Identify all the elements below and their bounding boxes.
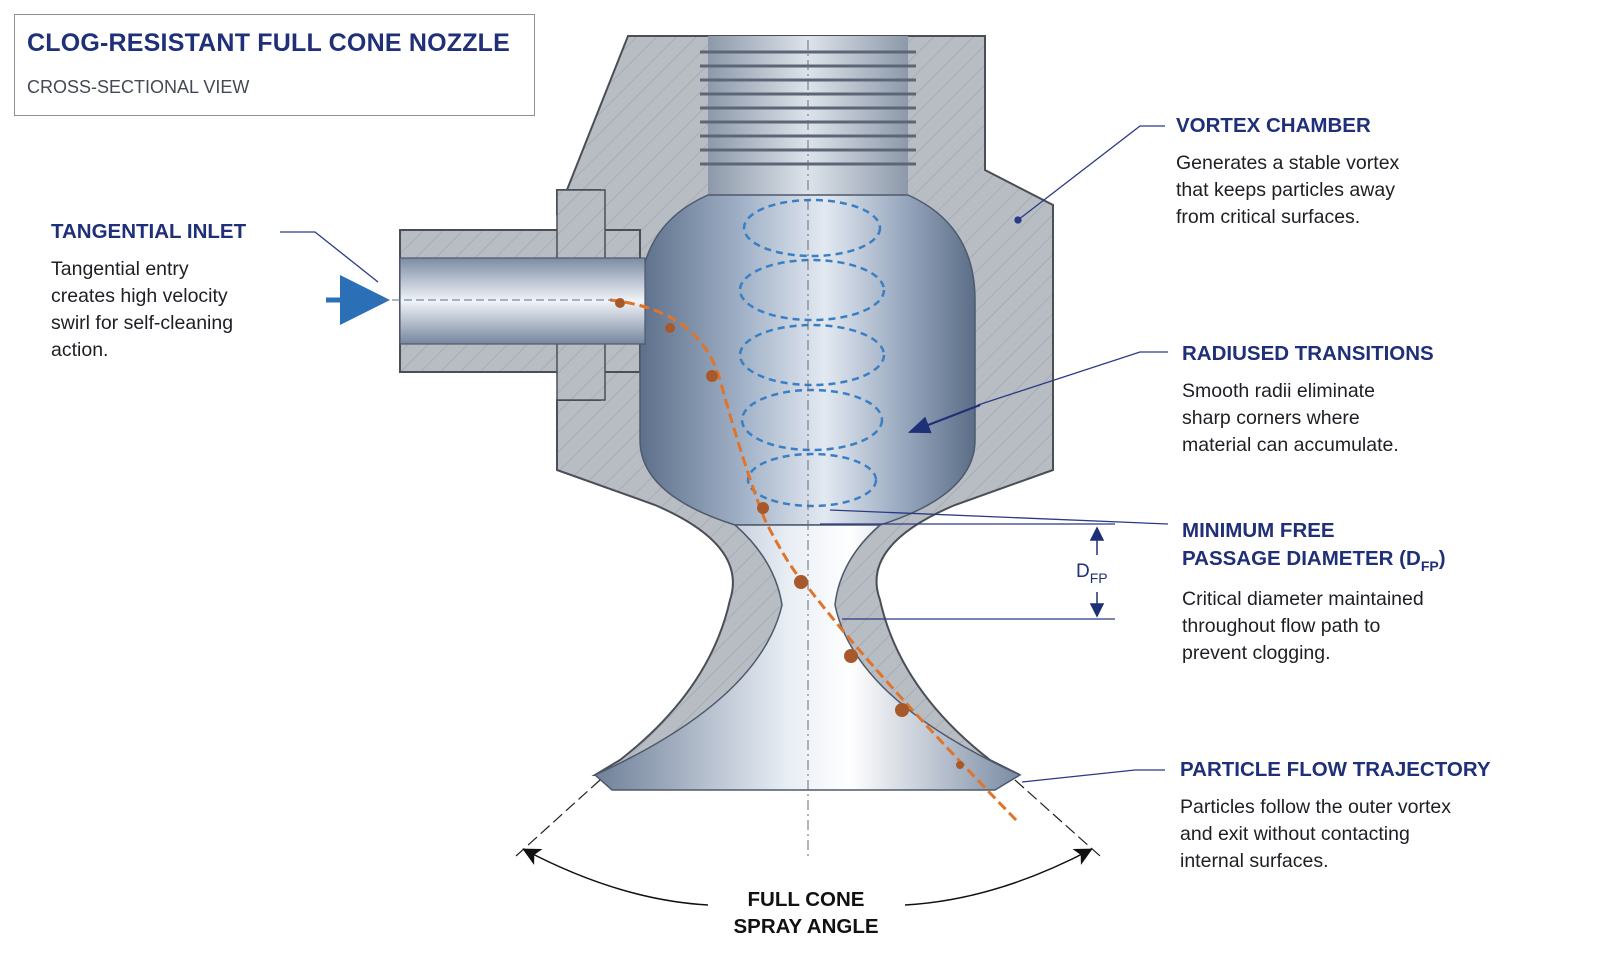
callout-line: action. (51, 339, 109, 361)
callout-body: Smooth radii eliminate sharp corners whe… (1182, 378, 1434, 459)
spray-angle-indicator (515, 779, 1101, 906)
callout-particle-flow: PARTICLE FLOW TRAJECTORY Particles follo… (1180, 756, 1491, 875)
heading-suffix: ) (1438, 547, 1446, 570)
callout-heading: PARTICLE FLOW TRAJECTORY (1180, 758, 1491, 781)
callout-body: Generates a stable vortex that keeps par… (1176, 150, 1399, 231)
callout-line: Particles follow the outer vortex (1180, 796, 1451, 818)
callout-heading-line2: PASSAGE DIAMETER (DFP) (1182, 545, 1446, 574)
callout-line: Tangential entry (51, 258, 189, 280)
callout-line: swirl for self-cleaning (51, 312, 234, 334)
callout-heading: VORTEX CHAMBER (1176, 114, 1371, 137)
callout-line: throughout flow path to (1182, 615, 1381, 637)
spray-angle-line2: SPRAY ANGLE (733, 915, 879, 938)
callout-heading: RADIUSED TRANSITIONS (1182, 342, 1434, 365)
callout-min-free-passage: MINIMUM FREE PASSAGE DIAMETER (DFP) Crit… (1182, 517, 1446, 667)
dimension-dfp (1089, 526, 1105, 618)
radiused-transition-arrow (907, 403, 981, 434)
callout-heading: TANGENTIAL INLET (51, 220, 247, 243)
callout-line: internal surfaces. (1180, 850, 1329, 872)
dimension-label-dfp: DFP (1076, 561, 1108, 586)
callout-line: material can accumulate. (1182, 434, 1399, 456)
callout-line: Smooth radii eliminate (1182, 380, 1375, 402)
callout-line: Critical diameter maintained (1182, 588, 1424, 610)
throat-and-spray-cone (593, 524, 1022, 791)
callout-radiused-transitions: RADIUSED TRANSITIONS Smooth radii elimin… (1182, 340, 1434, 459)
callout-heading-line1: MINIMUM FREE (1182, 519, 1335, 542)
title-box: CLOG-RESISTANT FULL CONE NOZZLE CROSS-SE… (14, 14, 535, 116)
dimension-label-main: D (1076, 561, 1090, 582)
callout-line: and exit without contacting (1180, 823, 1410, 845)
leader-lines (280, 125, 1169, 783)
spray-angle-label: FULL CONE SPRAY ANGLE (706, 886, 906, 940)
diagram-title: CLOG-RESISTANT FULL CONE NOZZLE (27, 29, 511, 57)
callout-line: Generates a stable vortex (1176, 152, 1400, 174)
callout-line: from critical surfaces. (1176, 206, 1361, 228)
callout-vortex-chamber: VORTEX CHAMBER Generates a stable vortex… (1176, 112, 1399, 231)
callout-body: Critical diameter maintained throughout … (1182, 586, 1446, 667)
callout-heading: MINIMUM FREE PASSAGE DIAMETER (DFP) (1182, 517, 1446, 574)
diagram-subtitle: CROSS-SECTIONAL VIEW (27, 77, 250, 97)
callout-line: sharp corners where (1182, 407, 1360, 429)
callout-line: prevent clogging. (1182, 642, 1331, 664)
callout-line: that keeps particles away (1176, 179, 1395, 201)
heading-prefix: PASSAGE DIAMETER (D (1182, 547, 1421, 570)
particle-trajectory (609, 298, 1020, 824)
inlet-passage (399, 257, 646, 345)
callout-body: Particles follow the outer vortex and ex… (1180, 794, 1491, 875)
dimension-label-sub: FP (1089, 570, 1108, 586)
spray-angle-line1: FULL CONE (747, 888, 865, 911)
vortex-helix (738, 198, 886, 508)
callout-line: creates high velocity (51, 285, 228, 307)
callout-tangential-inlet: TANGENTIAL INLET Tangential entry create… (51, 218, 246, 364)
callout-body: Tangential entry creates high velocity s… (51, 256, 246, 364)
heading-subscript: FP (1420, 558, 1439, 574)
